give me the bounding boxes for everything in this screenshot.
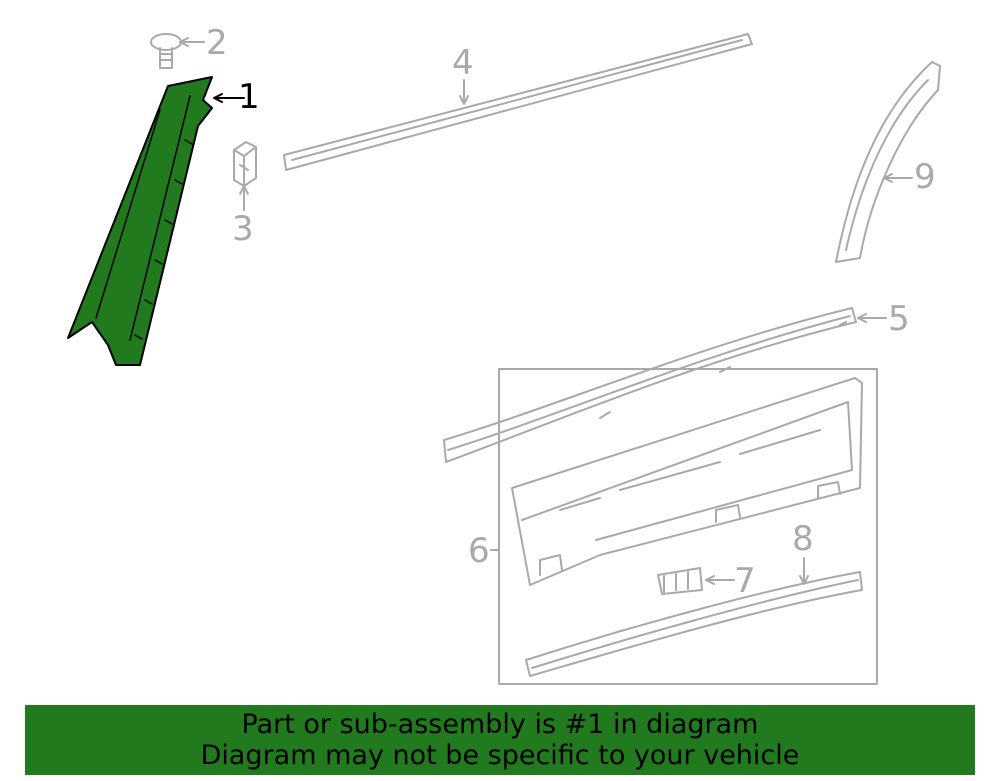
info-banner: Part or sub-assembly is #1 in diagram Di… — [25, 705, 975, 775]
callout-6: 6 — [468, 531, 490, 571]
part-6-outline-box — [498, 368, 878, 685]
part-7-clips[interactable] — [657, 567, 703, 595]
callout-9: 9 — [914, 157, 936, 197]
callout-7: 7 — [734, 561, 756, 601]
banner-line-1: Part or sub-assembly is #1 in diagram — [241, 709, 759, 740]
part-8-lower-molding[interactable] — [525, 571, 863, 677]
callout-3: 3 — [232, 209, 254, 249]
leader-lines — [179, 37, 913, 585]
part-4-upper-molding[interactable] — [283, 33, 753, 171]
callout-1: 1 — [238, 77, 260, 117]
callout-8: 8 — [792, 519, 814, 559]
part-6-trim-panel[interactable] — [511, 377, 863, 586]
part-2-clip[interactable] — [150, 33, 182, 69]
callout-2: 2 — [206, 23, 228, 63]
parts-diagram — [67, 33, 941, 685]
part-9-curved-trim[interactable] — [835, 61, 941, 263]
part-3-bracket[interactable] — [233, 141, 257, 187]
callout-4: 4 — [452, 43, 474, 83]
part-5-belt-molding[interactable] — [443, 307, 857, 463]
callout-5: 5 — [888, 299, 910, 339]
banner-line-2: Diagram may not be specific to your vehi… — [200, 740, 800, 771]
part-1-pillar-garnish[interactable] — [67, 76, 213, 366]
